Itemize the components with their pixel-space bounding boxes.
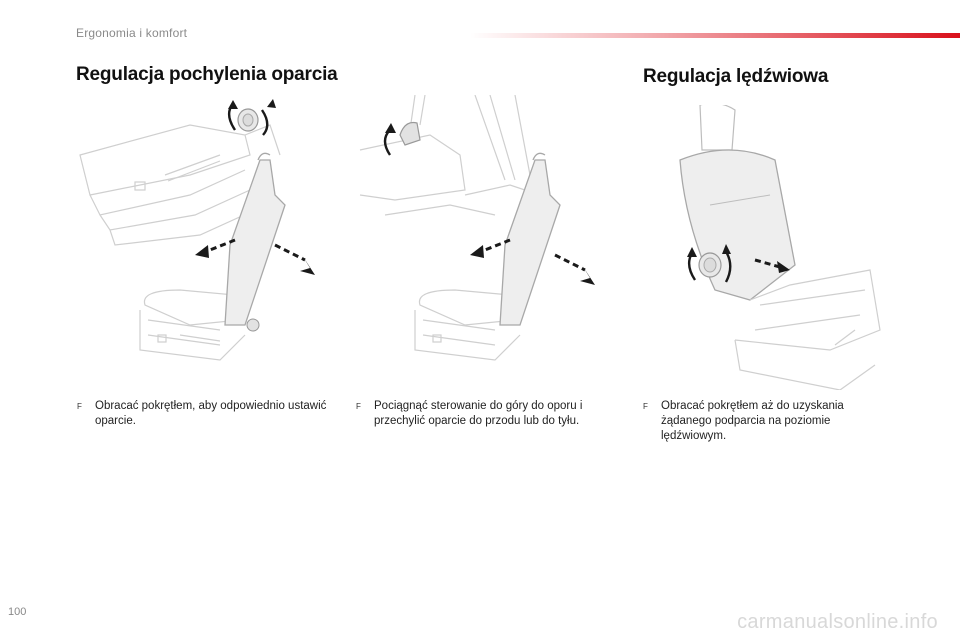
instruction-text: Pociągnąć sterowanie do góry do oporu i … [374,400,583,427]
backrest-knob-illustration [79,99,315,361]
instruction-lumbar: F Obracać pokrętłem aż do uzyskania żąda… [643,399,883,444]
instruction-text: Obracać pokrętłem, aby odpowiednio ustaw… [95,400,327,427]
heading-backrest-recline: Regulacja pochylenia oparcia [76,64,338,85]
heading-lumbar-adjustment: Regulacja lędźwiowa [643,66,829,87]
header-accent-bar [470,33,960,38]
instruction-text: Obracać pokrętłem aż do uzyskania żądane… [661,400,844,442]
page-number: 100 [8,606,27,618]
watermark: carmanualsonline.info [737,611,938,633]
bullet-icon: F [77,402,82,411]
bullet-icon: F [356,402,361,411]
bullet-icon: F [643,402,648,411]
instruction-knob: F Obracać pokrętłem, aby odpowiednio ust… [77,399,327,429]
lumbar-knob-icon [698,252,722,278]
section-label: Ergonomia i komfort [76,26,188,40]
backrest-lever-illustration [359,95,595,361]
instruction-lever: F Pociągnąć sterowanie do góry do oporu … [356,399,621,429]
knob-icon [237,108,259,132]
lumbar-knob-illustration [679,105,881,390]
